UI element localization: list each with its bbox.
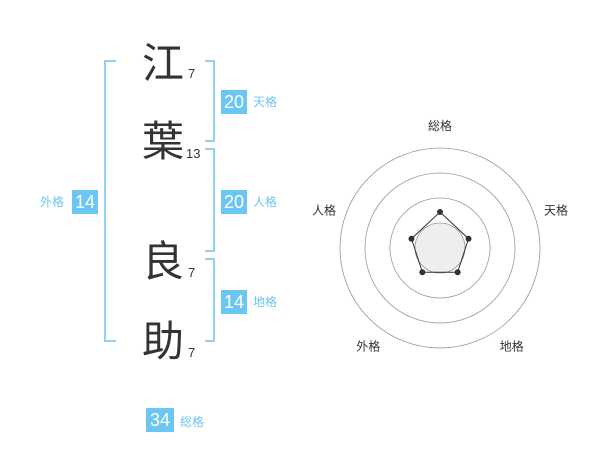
radar-axis-label-3: 地格 xyxy=(500,339,524,354)
stroke-count-2: 13 xyxy=(186,146,201,161)
radar-point-2 xyxy=(465,235,472,242)
radar-point-3 xyxy=(454,269,461,276)
name-char-1: 江 xyxy=(142,39,185,88)
gaikaku-bracket xyxy=(104,60,116,342)
soukaku-value: 34 xyxy=(146,408,174,432)
stroke-count-3: 7 xyxy=(188,265,196,280)
name-char-3: 良 xyxy=(142,237,185,286)
radar-axis-label-2: 天格 xyxy=(544,202,568,217)
radar-shape xyxy=(410,211,470,273)
soukaku-label: 総格 xyxy=(180,415,205,429)
radar-axis-label-4: 外格 xyxy=(356,339,380,354)
radar-axis-label-1: 総格 xyxy=(428,118,452,133)
gaikaku-label: 外格 xyxy=(40,195,65,209)
jinkaku-value: 20 xyxy=(221,190,247,214)
radar-axis-label-5: 人格 xyxy=(312,202,336,217)
chikaku-label: 地格 xyxy=(253,295,278,309)
chikaku-bracket xyxy=(205,258,215,342)
radar-point-4 xyxy=(419,269,426,276)
tenkaku-bracket xyxy=(205,60,215,142)
stroke-count-1: 7 xyxy=(188,66,196,81)
name-char-4: 助 xyxy=(142,317,185,366)
chikaku-value: 14 xyxy=(221,290,247,314)
name-char-2: 葉 xyxy=(142,117,185,166)
radar-points xyxy=(408,209,472,276)
radar-ring-2 xyxy=(389,197,491,299)
radar-point-1 xyxy=(437,209,443,215)
radar-point-5 xyxy=(408,235,415,242)
gaikaku-value: 14 xyxy=(72,190,98,214)
tenkaku-value: 20 xyxy=(221,90,247,114)
stroke-count-4: 7 xyxy=(188,345,196,360)
radar-rings xyxy=(339,147,541,349)
radar-ring-1 xyxy=(414,222,466,274)
jinkaku-bracket xyxy=(205,148,215,252)
radar-ring-3 xyxy=(364,172,516,324)
radar-ring-4 xyxy=(339,147,541,349)
jinkaku-label: 人格 xyxy=(253,195,278,209)
tenkaku-label: 天格 xyxy=(253,95,278,109)
